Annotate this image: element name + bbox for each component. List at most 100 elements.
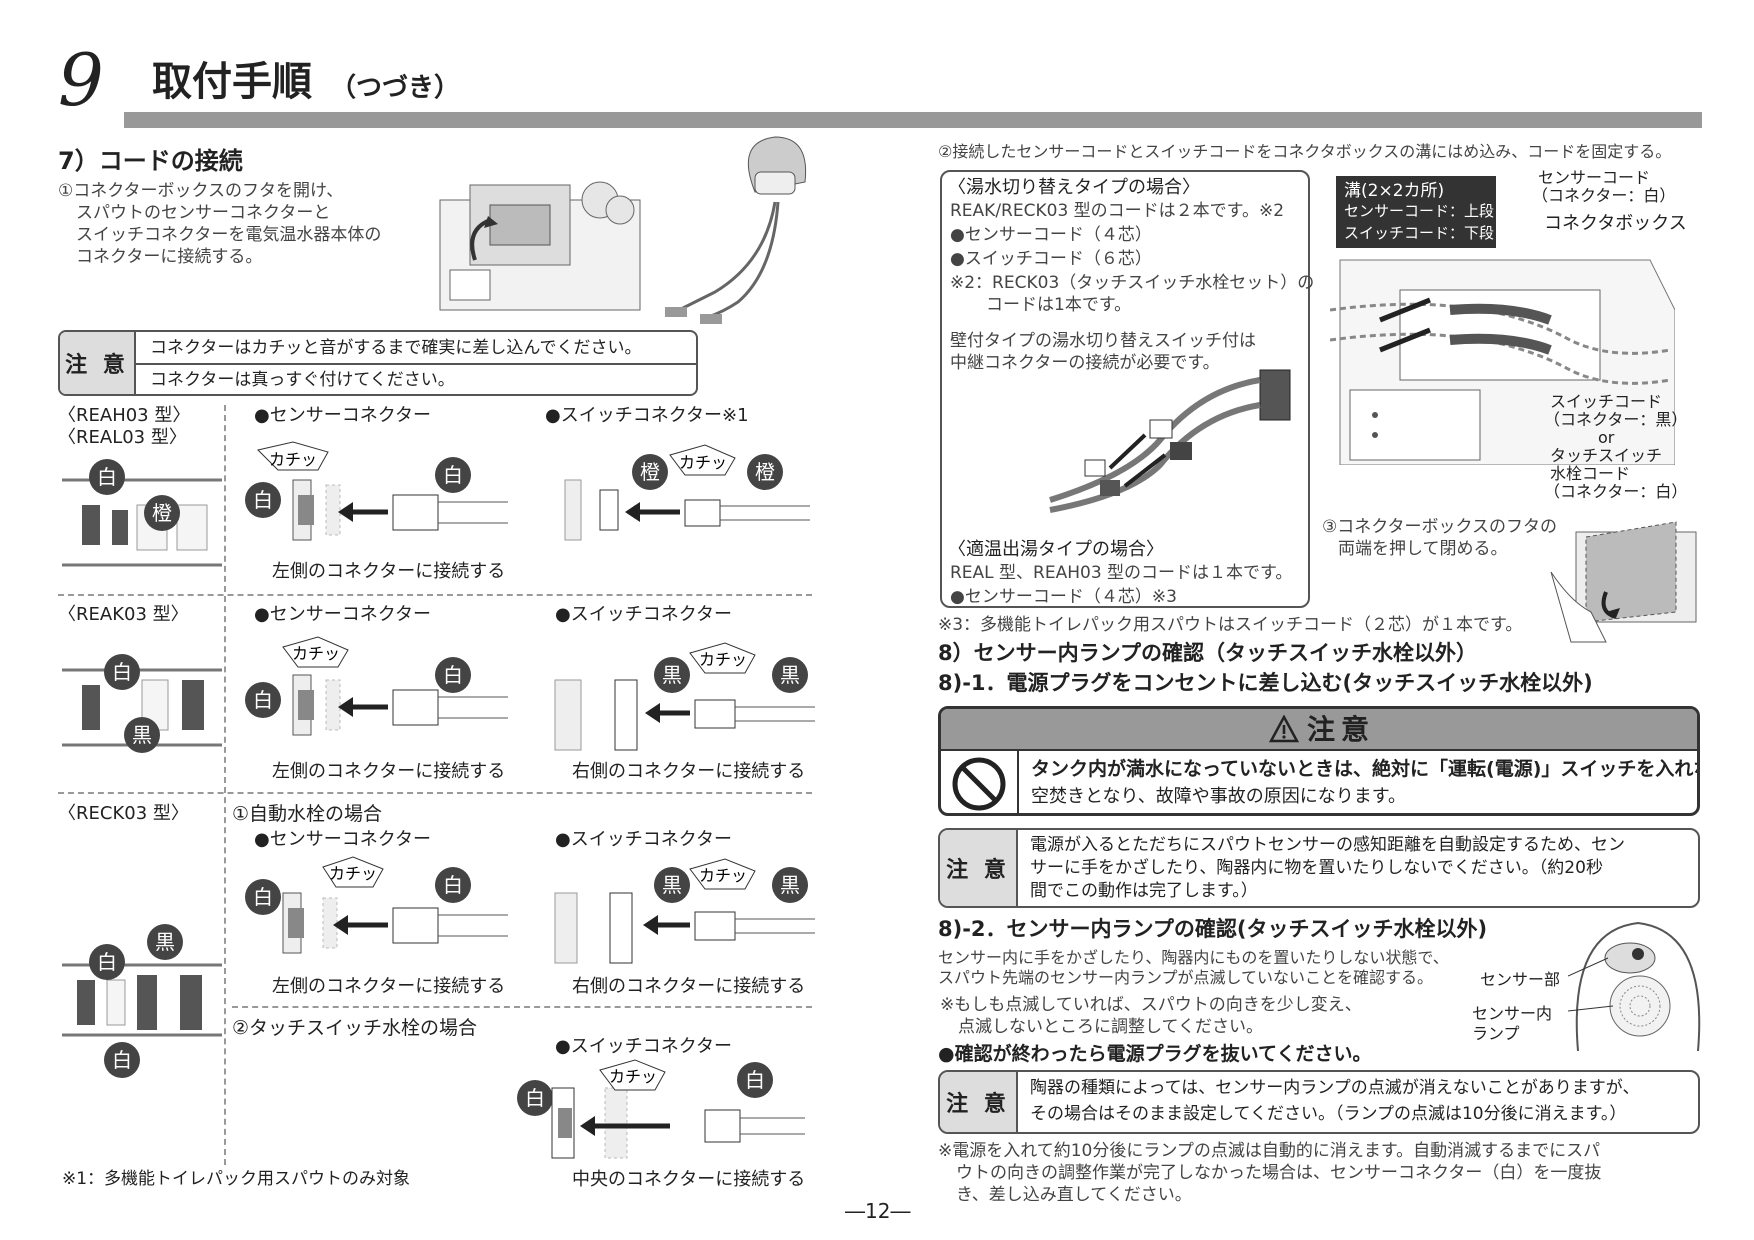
- reak-panel-illustration: 白 黒: [62, 654, 222, 753]
- switch-cord-callout-6: （コネクター：白）: [1544, 482, 1688, 501]
- switch-type-line5: コードは1本です。: [986, 295, 1132, 315]
- svg-text:白: 白: [443, 663, 463, 687]
- step3-line2: 両端を押して閉める。: [1338, 539, 1508, 559]
- model-reak: 〈REAK03 型〉: [58, 604, 189, 625]
- caution-box-3: 注 意 陶器の種類によっては、センサー内ランプの点滅が消えないことがありますが、…: [938, 1070, 1700, 1134]
- step3-line1: ③コネクターボックスのフタの: [1322, 517, 1558, 537]
- section-number: 9: [58, 38, 104, 122]
- reak-switch-label: ●スイッチコネクター: [555, 604, 732, 625]
- svg-text:橙: 橙: [640, 460, 660, 484]
- warning-title: 注意: [1307, 713, 1376, 746]
- reck-switch-label-2: ●スイッチコネクター: [555, 1036, 732, 1057]
- reah-switch-diagram: 橙 カチッ 橙: [564, 444, 810, 541]
- sensor-lamp-label-1: センサー内: [1472, 1004, 1553, 1023]
- caution-tag-2: 注 意: [940, 830, 1016, 906]
- reah-panel-illustration: 白 橙: [62, 459, 222, 567]
- step2-text: ②接続したセンサーコードとスイッチコードをコネクタボックスの溝にはめ込み、コード…: [938, 142, 1672, 161]
- svg-text:白: 白: [253, 688, 273, 712]
- switch-cord-callout-1: スイッチコード: [1550, 392, 1663, 411]
- mix-type-line1: REAL 型、REAH03 型のコードは１本です。: [950, 563, 1293, 583]
- switch-cord-callout-2: （コネクター：黒）: [1544, 410, 1688, 429]
- warning-line2: 空焚きとなり、故障や事故の原因になります。: [1031, 786, 1406, 807]
- svg-text:白: 白: [443, 463, 463, 487]
- row-divider-1: [58, 594, 812, 596]
- svg-text:白: 白: [253, 885, 273, 909]
- check-line1: センサー内に手をかざしたり、陶器内にものを置いたりしない状態で、: [938, 948, 1449, 967]
- reak-sensor-caption: 左側のコネクターに接続する: [272, 761, 506, 782]
- reck-switch-caption: 右側のコネクターに接続する: [572, 976, 806, 997]
- switch-cord-callout-3: or: [1598, 428, 1615, 447]
- switch-cord-callout-4: タッチスイッチ: [1550, 446, 1663, 465]
- reck-switch-diagram: 黒 カチッ 黒: [554, 858, 815, 964]
- sensor-cord-callout-1: センサーコード: [1538, 168, 1651, 187]
- caution2-line2: サーに手をかざしたり、陶器内に物を置いたりしないでください。（約20秒: [1030, 858, 1603, 878]
- sensor-cord-callout-2: （コネクター：白）: [1532, 186, 1676, 205]
- reah-sensor-caption: 左側のコネクターに接続する: [272, 561, 506, 582]
- switch-type-title: 〈湯水切り替えタイプの場合〉: [948, 177, 1200, 198]
- mix-type-title: 〈適温出湯タイプの場合〉: [948, 539, 1164, 560]
- svg-text:黒: 黒: [155, 930, 175, 954]
- page-subtitle: （つづき）: [330, 73, 461, 103]
- svg-text:黒: 黒: [780, 873, 800, 897]
- reah-sensor-diagram: 白 カチッ 白: [245, 441, 508, 541]
- caution-tag-3: 注 意: [940, 1072, 1016, 1132]
- warning-triangle-icon: [1269, 715, 1299, 743]
- caution2-line3: 間でこの動作は完了します。）: [1030, 881, 1258, 901]
- unplug-instruction: ●確認が終わったら電源プラグを抜いてください。: [938, 1043, 1372, 1065]
- caution-line1: コネクターはカチッと音がするまで確実に差し込んでください。: [150, 338, 642, 358]
- model-reah: 〈REAH03 型〉: [58, 405, 191, 426]
- section8-heading: 8）センサー内ランプの確認（タッチスイッチ水栓以外）: [938, 641, 1477, 665]
- sensor-illustration: [1568, 921, 1701, 1051]
- section7-heading: 7）コードの接続: [58, 147, 243, 175]
- reck-sensor-caption: 左側のコネクターに接続する: [272, 976, 506, 997]
- svg-text:白: 白: [253, 488, 273, 512]
- svg-text:白: 白: [443, 873, 463, 897]
- reak-switch-diagram: 黒 カチッ 黒: [554, 642, 815, 751]
- reck-case1: ①自動水栓の場合: [232, 803, 383, 825]
- row-divider-3: [232, 1006, 812, 1008]
- switch-type-line2: ●センサーコード（４芯）: [950, 225, 1152, 245]
- caution2-line1: 電源が入るとただちにスパウトセンサーの感知距離を自動設定するため、セン: [1030, 835, 1625, 855]
- mix-type-line2: ●センサーコード（４芯）※3: [950, 587, 1177, 607]
- wall-line1: 壁付タイプの湯水切り替えスイッチ付は: [950, 331, 1256, 351]
- groove-line2: センサーコード：上段: [1344, 202, 1495, 220]
- unit-illustration: [439, 181, 641, 311]
- final-note-2: ウトの向きの調整作業が完了しなかった場合は、センサーコネクター（白）を一度抜: [956, 1163, 1602, 1183]
- reak-switch-caption: 右側のコネクターに接続する: [572, 761, 806, 782]
- spout-illustration: [665, 136, 807, 324]
- svg-text:白: 白: [97, 950, 117, 974]
- connector-box-illustration: [1330, 259, 1675, 465]
- svg-text:カチッ: カチッ: [699, 866, 747, 885]
- caution3-line2: その場合はそのまま設定してください。（ランプの点滅は10分後に消えます。）: [1030, 1104, 1627, 1124]
- page-number: ―12―: [845, 1199, 911, 1223]
- svg-text:カチッ: カチッ: [679, 453, 727, 472]
- footnote-1: ※1：多機能トイレパック用スパウトのみ対象: [62, 1169, 411, 1189]
- groove-line1: 溝(2×2カ所): [1344, 181, 1445, 201]
- sensor-part-label: センサー部: [1480, 970, 1561, 989]
- warning-line1: タンク内が満水になっていないときは、絶対に「運転(電源)」スイッチを入れない: [1031, 758, 1700, 780]
- svg-text:白: 白: [745, 1068, 765, 1092]
- svg-text:カチッ: カチッ: [699, 650, 747, 669]
- model-reck: 〈RECK03 型〉: [58, 803, 189, 824]
- groove-label-box: [1336, 176, 1496, 248]
- reck-sensor-diagram: 白 カチッ 白: [245, 856, 508, 954]
- switch-type-line1: REAK/RECK03 型のコードは２本です。※2: [950, 201, 1285, 221]
- reck-touch-diagram: 白 カチッ 白: [517, 1059, 805, 1159]
- blink-line1: ※もしも点滅していれば、スパウトの向きを少し変え、: [940, 995, 1362, 1015]
- groove-line3: スイッチコード：下段: [1344, 224, 1495, 242]
- model-real: 〈REAL03 型〉: [58, 427, 187, 448]
- blink-line2: 点滅しないところに調整してください。: [958, 1017, 1263, 1037]
- click-label: カチッ: [269, 450, 317, 469]
- row-divider-2: [58, 792, 812, 794]
- reck-sensor-label: ●センサーコネクター: [254, 829, 431, 850]
- svg-text:白: 白: [112, 1048, 132, 1072]
- note3: ※3：多機能トイレパック用スパウトはスイッチコード（２芯）が１本です。: [938, 615, 1523, 635]
- step1-line3: スイッチコネクターを電気温水器本体の: [76, 225, 382, 245]
- section8-1-heading: 8)-1．電源プラグをコンセントに差し込む(タッチスイッチ水栓以外): [938, 671, 1593, 695]
- section8-2-heading: 8)-2．センサー内ランプの確認(タッチスイッチ水栓以外): [938, 917, 1488, 941]
- svg-text:白: 白: [525, 1086, 545, 1110]
- final-note-1: ※電源を入れて約10分後にランプの点滅は自動的に消えます。自動消滅するまでにスパ: [938, 1141, 1601, 1161]
- switch-type-line4: ※2：RECK03（タッチスイッチ水栓セット）の: [950, 273, 1315, 293]
- final-note-3: き、差し込み直してください。: [956, 1185, 1192, 1205]
- reck-center-caption: 中央のコネクターに接続する: [572, 1169, 806, 1190]
